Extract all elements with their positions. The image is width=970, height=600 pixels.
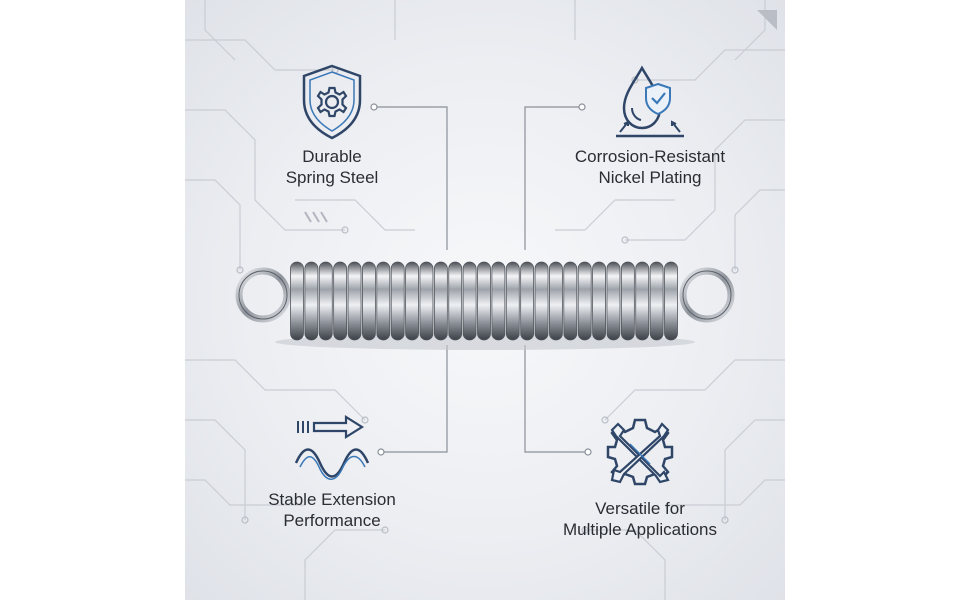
feature-label-line1: Corrosion-Resistant: [574, 147, 726, 166]
feature-label-line1: Versatile for: [595, 499, 685, 518]
spring-coil: [563, 261, 578, 341]
feature-corrosion: Corrosion-Resistant Nickel Plating: [540, 62, 760, 188]
water-drop-shield-icon: [616, 65, 684, 138]
feature-label-line2: Nickel Plating: [598, 168, 702, 187]
corner-fold-decoration: [757, 10, 777, 30]
feature-durable: Durable Spring Steel: [222, 62, 442, 188]
spring-coil: [635, 261, 650, 341]
feature-label-line1: Stable Extension: [268, 490, 396, 509]
feature-label-line2: Spring Steel: [285, 168, 379, 187]
spring-coil: [419, 261, 434, 341]
feature-label-line2: Performance: [283, 511, 381, 530]
spring-coil: [333, 261, 348, 341]
spring-coil: [390, 261, 405, 341]
spring-coil: [477, 261, 491, 341]
spring-coil: [304, 261, 319, 341]
spring-coil: [649, 261, 664, 341]
feature-label-line1: Durable: [302, 147, 362, 166]
shield-gear-icon: [302, 64, 362, 140]
spring-coil: [290, 261, 304, 341]
spring-coil: [433, 261, 448, 341]
wrench-gear-icon: [606, 418, 674, 486]
spring-coil: [520, 261, 535, 341]
circuit-background: [185, 0, 785, 600]
spring-coil: [592, 261, 606, 341]
product-infographic: Durable Spring Steel Corrosion-Resistant…: [185, 0, 785, 600]
spring-coil: [534, 261, 549, 341]
spring-coil: [405, 261, 419, 341]
spring-coil: [549, 261, 563, 341]
feature-label-line2: Multiple Applications: [562, 520, 718, 539]
spring-coil: [664, 261, 678, 341]
spring-coil: [491, 261, 506, 341]
extension-spring-image: [235, 261, 735, 350]
feature-versatile: Versatile for Multiple Applications: [530, 410, 750, 540]
spring-coil: [362, 261, 376, 341]
spring-coil: [347, 261, 362, 341]
spring-coil: [462, 261, 477, 341]
spring-coil: [620, 261, 635, 341]
spring-coil: [376, 261, 391, 341]
spring-coil: [318, 261, 333, 341]
spring-coil: [606, 261, 621, 341]
arrow-wave-icon: [294, 415, 370, 480]
feature-stable: Stable Extension Performance: [222, 415, 442, 531]
spring-coil: [505, 261, 520, 341]
spring-coil: [448, 261, 463, 341]
spring-coil: [577, 261, 592, 341]
